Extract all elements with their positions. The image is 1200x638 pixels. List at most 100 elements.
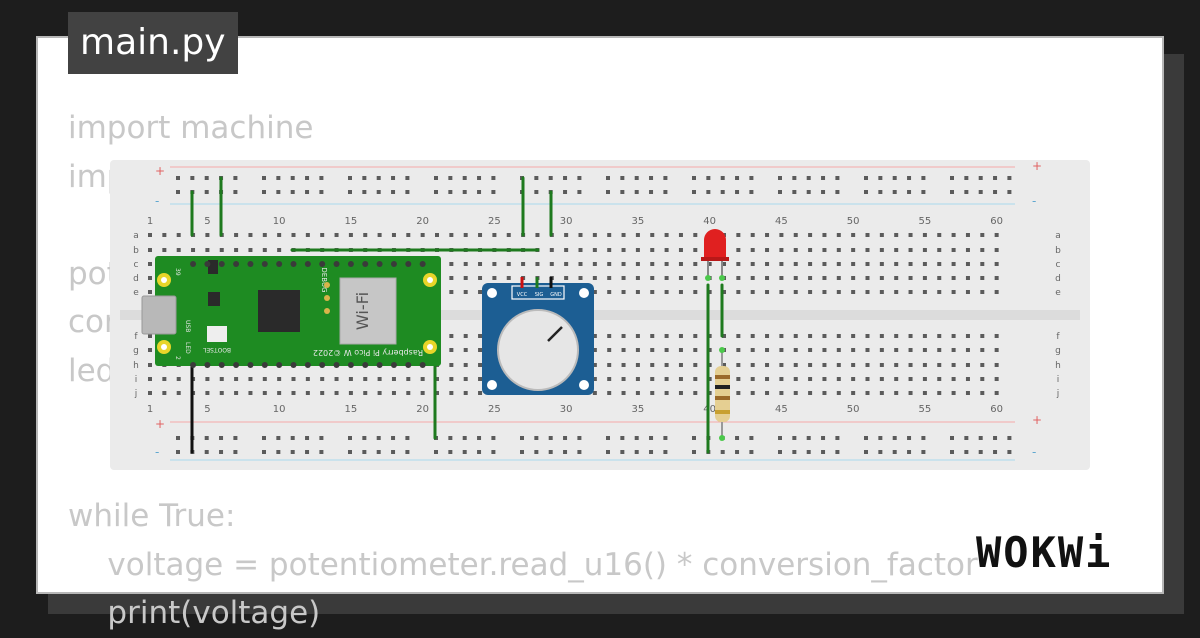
- header-pin: [333, 362, 340, 368]
- header-pin: [347, 261, 354, 267]
- hole: [277, 377, 282, 381]
- mounting-hole-center: [427, 344, 433, 350]
- hole: [707, 290, 712, 294]
- hole: [765, 248, 770, 252]
- hole: [535, 233, 540, 237]
- rail-hole: [305, 450, 310, 454]
- hole: [463, 233, 468, 237]
- resistor-contact: [719, 435, 725, 441]
- column-label: 35: [632, 404, 645, 415]
- rail-hole: [348, 450, 352, 454]
- hole: [148, 334, 152, 338]
- rail-hole: [448, 176, 453, 180]
- hole: [808, 348, 813, 352]
- hole: [736, 348, 741, 352]
- hole: [750, 377, 755, 381]
- hole: [621, 290, 626, 294]
- header-pin: [405, 362, 412, 368]
- hole: [621, 248, 626, 252]
- rail-hole: [219, 450, 224, 454]
- hole: [836, 391, 841, 395]
- hole: [908, 377, 913, 381]
- hole: [693, 248, 698, 252]
- hole: [736, 290, 741, 294]
- resistor-band: [715, 410, 730, 414]
- hole: [879, 290, 884, 294]
- rail-hole: [806, 190, 811, 194]
- rail-hole: [792, 436, 797, 440]
- resistor-band: [715, 375, 730, 379]
- chip: [208, 292, 220, 306]
- hole: [750, 363, 755, 367]
- header-pin: [319, 362, 326, 368]
- rail-sign: -: [1032, 445, 1036, 459]
- hole: [851, 248, 856, 252]
- rail-hole: [290, 176, 295, 180]
- column-label: 60: [990, 404, 1003, 415]
- rail-sign: +: [1032, 160, 1042, 173]
- header-pin: [276, 362, 283, 368]
- hole: [291, 377, 296, 381]
- rail-hole: [964, 436, 969, 440]
- hole: [793, 276, 798, 280]
- hole: [879, 334, 884, 338]
- row-label: d: [133, 274, 139, 284]
- hole: [478, 348, 483, 352]
- rail-hole: [520, 450, 524, 454]
- rail-hole: [735, 176, 740, 180]
- pot-hole: [579, 288, 589, 298]
- hole: [635, 377, 640, 381]
- hole: [449, 391, 454, 395]
- rail-hole: [534, 436, 539, 440]
- hole: [836, 334, 841, 338]
- file-tab[interactable]: main.py: [68, 12, 238, 74]
- rail-hole: [978, 450, 983, 454]
- hole: [148, 348, 152, 352]
- column-label: 15: [345, 216, 358, 227]
- hole: [922, 290, 927, 294]
- hole: [607, 276, 612, 280]
- hole: [650, 233, 655, 237]
- rail-hole: [950, 436, 954, 440]
- hole: [994, 334, 999, 338]
- hole: [607, 233, 612, 237]
- hole: [765, 363, 770, 367]
- rail-hole: [735, 190, 740, 194]
- column-label: 40: [703, 216, 716, 227]
- rail-hole: [620, 436, 625, 440]
- hole: [736, 377, 741, 381]
- hole: [836, 276, 841, 280]
- hole: [650, 262, 655, 266]
- rail-hole: [577, 190, 582, 194]
- rail-hole: [792, 450, 797, 454]
- rail-sign: -: [155, 445, 159, 459]
- debug-pin: [324, 295, 330, 301]
- hole: [478, 363, 483, 367]
- hole: [148, 276, 152, 280]
- hole: [363, 233, 368, 237]
- rail-hole: [692, 176, 696, 180]
- hole: [808, 233, 813, 237]
- hole: [234, 248, 239, 252]
- rail-hole: [290, 450, 295, 454]
- rail-hole: [262, 450, 266, 454]
- rail-hole: [233, 450, 238, 454]
- column-label: 50: [847, 216, 860, 227]
- hole: [678, 377, 683, 381]
- rail-hole: [276, 190, 281, 194]
- header-pin: [190, 362, 197, 368]
- pot-pin-label: VCC: [517, 292, 528, 298]
- wifi-label: Wi-Fi: [353, 292, 372, 330]
- hole: [750, 334, 755, 338]
- hole: [865, 290, 870, 294]
- hole: [965, 262, 970, 266]
- hole: [621, 334, 626, 338]
- hole: [564, 233, 569, 237]
- hole: [205, 377, 210, 381]
- hole: [908, 233, 913, 237]
- hole: [176, 233, 181, 237]
- hole: [793, 377, 798, 381]
- rail-hole: [233, 436, 238, 440]
- hole: [722, 334, 726, 338]
